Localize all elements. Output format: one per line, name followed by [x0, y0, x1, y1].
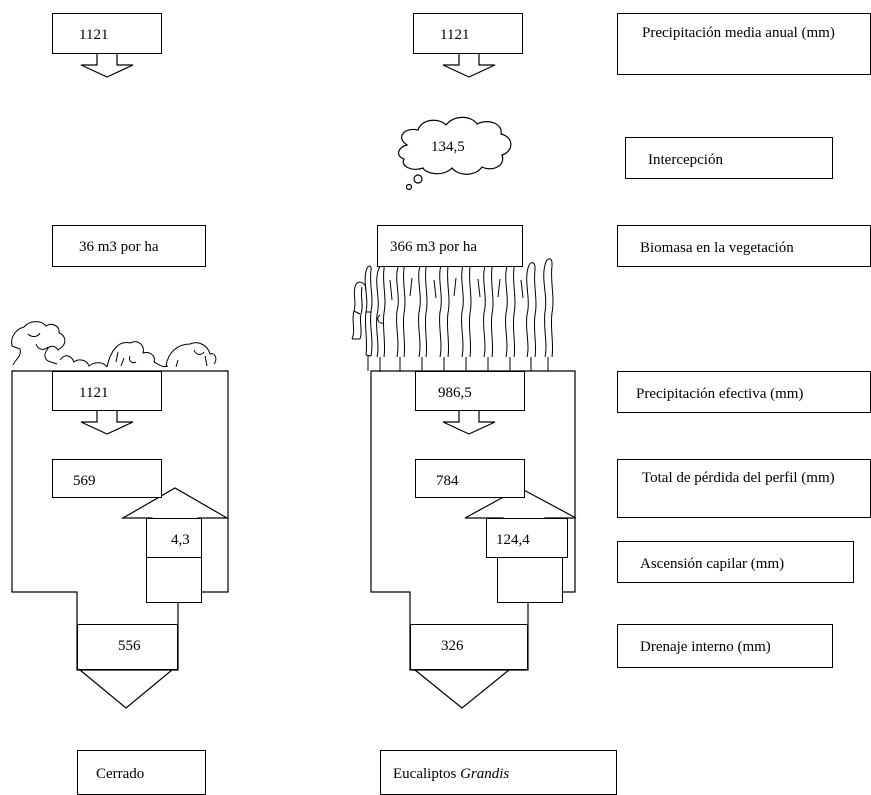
legend-effective-precip: Precipitación efectiva (mm) [617, 371, 871, 413]
eucalyptus-loss-value: 784 [436, 473, 459, 489]
cerrado-drainage-value: 556 [118, 638, 141, 654]
legend-interception: Intercepción [625, 137, 833, 179]
eucalyptus-interception-value: 134,5 [431, 139, 465, 155]
eucalyptus-label-main: Eucaliptos [393, 766, 457, 782]
eucalyptus-effective-box: 986,5 [415, 371, 525, 411]
legend-profile-loss-text: Total de pérdida del perfil (mm) [642, 470, 835, 486]
cerrado-capillary-lower-box [146, 557, 202, 603]
legend-interception-text: Intercepción [648, 152, 723, 168]
cerrado-label: Cerrado [96, 766, 145, 782]
legend-profile-loss: Total de pérdida del perfil (mm) [617, 459, 871, 518]
cerrado-precip-value: 1121 [79, 27, 109, 43]
legend-capillary: Ascensión capilar (mm) [617, 541, 854, 583]
eucalyptus-capillary-lower-box [497, 557, 563, 603]
legend-drainage-text: Drenaje interno (mm) [640, 639, 771, 655]
effective-arrow-eucalyptus [442, 409, 496, 435]
eucalyptus-capillary-box: 124,4 [486, 518, 568, 558]
cerrado-effective-box: 1121 [52, 371, 162, 411]
cerrado-capillary-value: 4,3 [171, 532, 190, 548]
cerrado-biomass-box: 36 m3 por ha [52, 225, 206, 267]
cerrado-loss-box: 569 [52, 459, 162, 498]
eucalyptus-biomass-box: 366 m3 por ha [377, 225, 523, 267]
eucalyptus-drainage-value: 326 [441, 638, 464, 654]
eucalyptus-capillary-value: 124,4 [496, 532, 530, 548]
eucalyptus-precip-value: 1121 [440, 27, 470, 43]
eucalyptus-precip-box: 1121 [413, 13, 523, 54]
precip-arrow-cerrado [80, 52, 134, 78]
eucalyptus-label-box: Eucaliptos Grandis [380, 750, 617, 795]
cerrado-loss-value: 569 [73, 473, 96, 489]
legend-precip-annual-text: Precipitación media anual (mm) [642, 25, 835, 41]
cerrado-precip-box: 1121 [52, 13, 162, 54]
cerrado-biomass-value: 36 m3 por ha [79, 239, 159, 255]
eucalyptus-vegetation-icon [351, 258, 554, 372]
cerrado-capillary-box: 4,3 [146, 518, 202, 558]
eucalyptus-loss-box: 784 [415, 459, 525, 498]
eucalyptus-biomass-value: 366 m3 por ha [390, 239, 478, 255]
legend-precip-annual: Precipitación media anual (mm) [617, 13, 871, 75]
cloud-bubble-large [413, 174, 423, 184]
effective-arrow-cerrado [80, 409, 134, 435]
legend-drainage: Drenaje interno (mm) [617, 624, 833, 668]
cerrado-vegetation-icon [11, 321, 217, 368]
eucalyptus-effective-value: 986,5 [438, 385, 472, 401]
eucalyptus-label-italic: Grandis [460, 766, 510, 782]
drainage-arrow-eucalyptus [413, 669, 511, 709]
cerrado-effective-value: 1121 [79, 385, 109, 401]
eucalyptus-drainage-box: 326 [410, 624, 528, 670]
legend-effective-precip-text: Precipitación efectiva (mm) [636, 386, 804, 402]
drainage-arrow-cerrado [78, 669, 174, 709]
precip-arrow-eucalyptus [442, 52, 496, 78]
legend-biomass: Biomasa en la vegetación [617, 225, 871, 267]
cloud-bubble-small [405, 183, 413, 191]
legend-capillary-text: Ascensión capilar (mm) [640, 556, 785, 572]
legend-biomass-text: Biomasa en la vegetación [640, 240, 794, 256]
interception-cloud-icon [398, 116, 512, 175]
cerrado-label-box: Cerrado [77, 750, 206, 795]
cerrado-drainage-box: 556 [77, 624, 178, 670]
